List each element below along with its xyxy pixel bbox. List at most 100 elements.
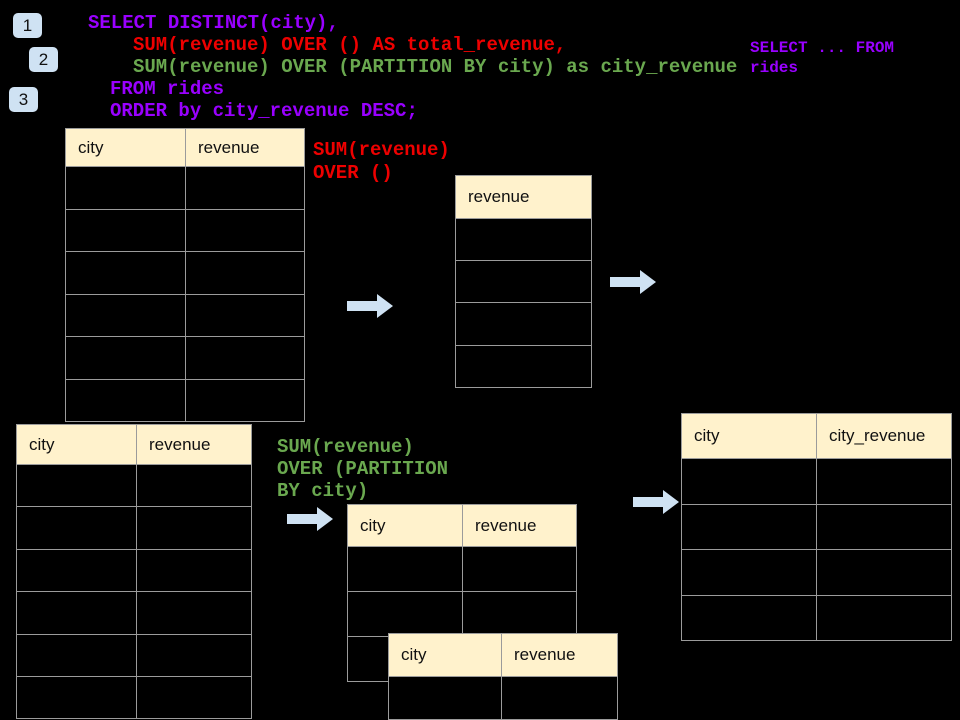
annotation-sum-over-all-1: SUM(revenue) [313, 139, 450, 161]
empty-cell [137, 592, 251, 633]
empty-cell [186, 380, 304, 422]
column-header-city: city [66, 129, 186, 166]
annotation-sum-partition-2: OVER (PARTITION [277, 458, 449, 480]
empty-cell [66, 379, 186, 421]
empty-cell [17, 676, 137, 719]
table-header-row: revenue [456, 176, 591, 219]
empty-cell [348, 547, 463, 591]
empty-cell [186, 252, 304, 294]
annotation-sum-partition-1: SUM(revenue) [277, 436, 414, 458]
empty-cell [682, 550, 817, 595]
empty-cell [389, 677, 502, 719]
empty-cell [817, 459, 951, 504]
note-rides: rides [750, 59, 799, 77]
empty-cell [137, 635, 251, 676]
table-row [66, 209, 304, 252]
arrow-right-icon [347, 294, 393, 318]
arrow-right-icon [610, 270, 656, 294]
empty-cell [817, 505, 951, 550]
empty-cell [456, 346, 591, 387]
table-row [66, 167, 304, 210]
table-row [682, 504, 951, 550]
empty-cell [817, 596, 951, 641]
empty-cell [17, 634, 137, 676]
column-header-city: city [682, 414, 817, 458]
sql-line-select: SELECT DISTINCT(city), [88, 12, 339, 34]
table-row [17, 507, 251, 550]
table-row [66, 294, 304, 337]
table-total-revenue: revenue [455, 175, 592, 388]
table-row [348, 547, 576, 592]
column-header-revenue: revenue [186, 129, 304, 166]
table-row [389, 677, 617, 720]
empty-cell [456, 219, 591, 260]
table-row [456, 303, 591, 346]
empty-cell [17, 507, 137, 549]
sql-line-order-by: ORDER by city_revenue DESC; [110, 100, 418, 122]
step-badge-3: 3 [9, 87, 38, 112]
empty-cell [186, 167, 304, 209]
table-row [66, 252, 304, 295]
annotation-sum-partition-3: BY city) [277, 480, 369, 502]
empty-cell [66, 167, 186, 209]
arrow-right-icon [287, 507, 333, 531]
table-row [17, 676, 251, 719]
empty-cell [186, 337, 304, 379]
table-row [682, 595, 951, 641]
arrow-right-icon [633, 490, 679, 514]
empty-cell [137, 465, 251, 506]
empty-cell [463, 592, 576, 636]
column-header-city: city [17, 425, 137, 464]
table-row [17, 634, 251, 677]
table-row [17, 465, 251, 508]
empty-cell [456, 261, 591, 302]
note-select-from: SELECT ... FROM [750, 39, 895, 57]
empty-cell [66, 209, 186, 251]
table-row [456, 219, 591, 262]
empty-cell [463, 547, 576, 591]
table-row [682, 550, 951, 596]
empty-cell [186, 210, 304, 252]
table-row [66, 337, 304, 380]
column-header-revenue: revenue [502, 634, 617, 676]
empty-cell [348, 592, 463, 636]
column-header-city: city [389, 634, 502, 676]
empty-cell [502, 677, 617, 719]
column-header-revenue: revenue [463, 505, 576, 546]
empty-cell [137, 550, 251, 591]
sql-line-sum-over-all: SUM(revenue) OVER () AS total_revenue, [133, 34, 567, 56]
empty-cell [17, 465, 137, 507]
column-header-revenue: revenue [456, 176, 591, 218]
step-badge-1: 1 [13, 13, 42, 38]
step-badge-2: 2 [29, 47, 58, 72]
empty-cell [66, 294, 186, 336]
empty-cell [137, 507, 251, 548]
table-row [17, 592, 251, 635]
empty-cell [682, 504, 817, 549]
table-row [66, 379, 304, 422]
column-header-city: city [348, 505, 463, 546]
sql-line-from: FROM rides [110, 78, 225, 100]
annotation-sum-over-all-2: OVER () [313, 162, 393, 184]
column-header-revenue: revenue [137, 425, 251, 464]
empty-cell [682, 459, 817, 504]
empty-cell [17, 549, 137, 592]
table-row [17, 549, 251, 593]
table-row [456, 261, 591, 304]
column-header-city_revenue: city_revenue [817, 414, 951, 458]
empty-cell [66, 252, 186, 294]
empty-cell [66, 337, 186, 379]
sql-line-sum-partition: SUM(revenue) OVER (PARTITION BY city) as… [133, 56, 738, 78]
table-row [348, 592, 576, 637]
